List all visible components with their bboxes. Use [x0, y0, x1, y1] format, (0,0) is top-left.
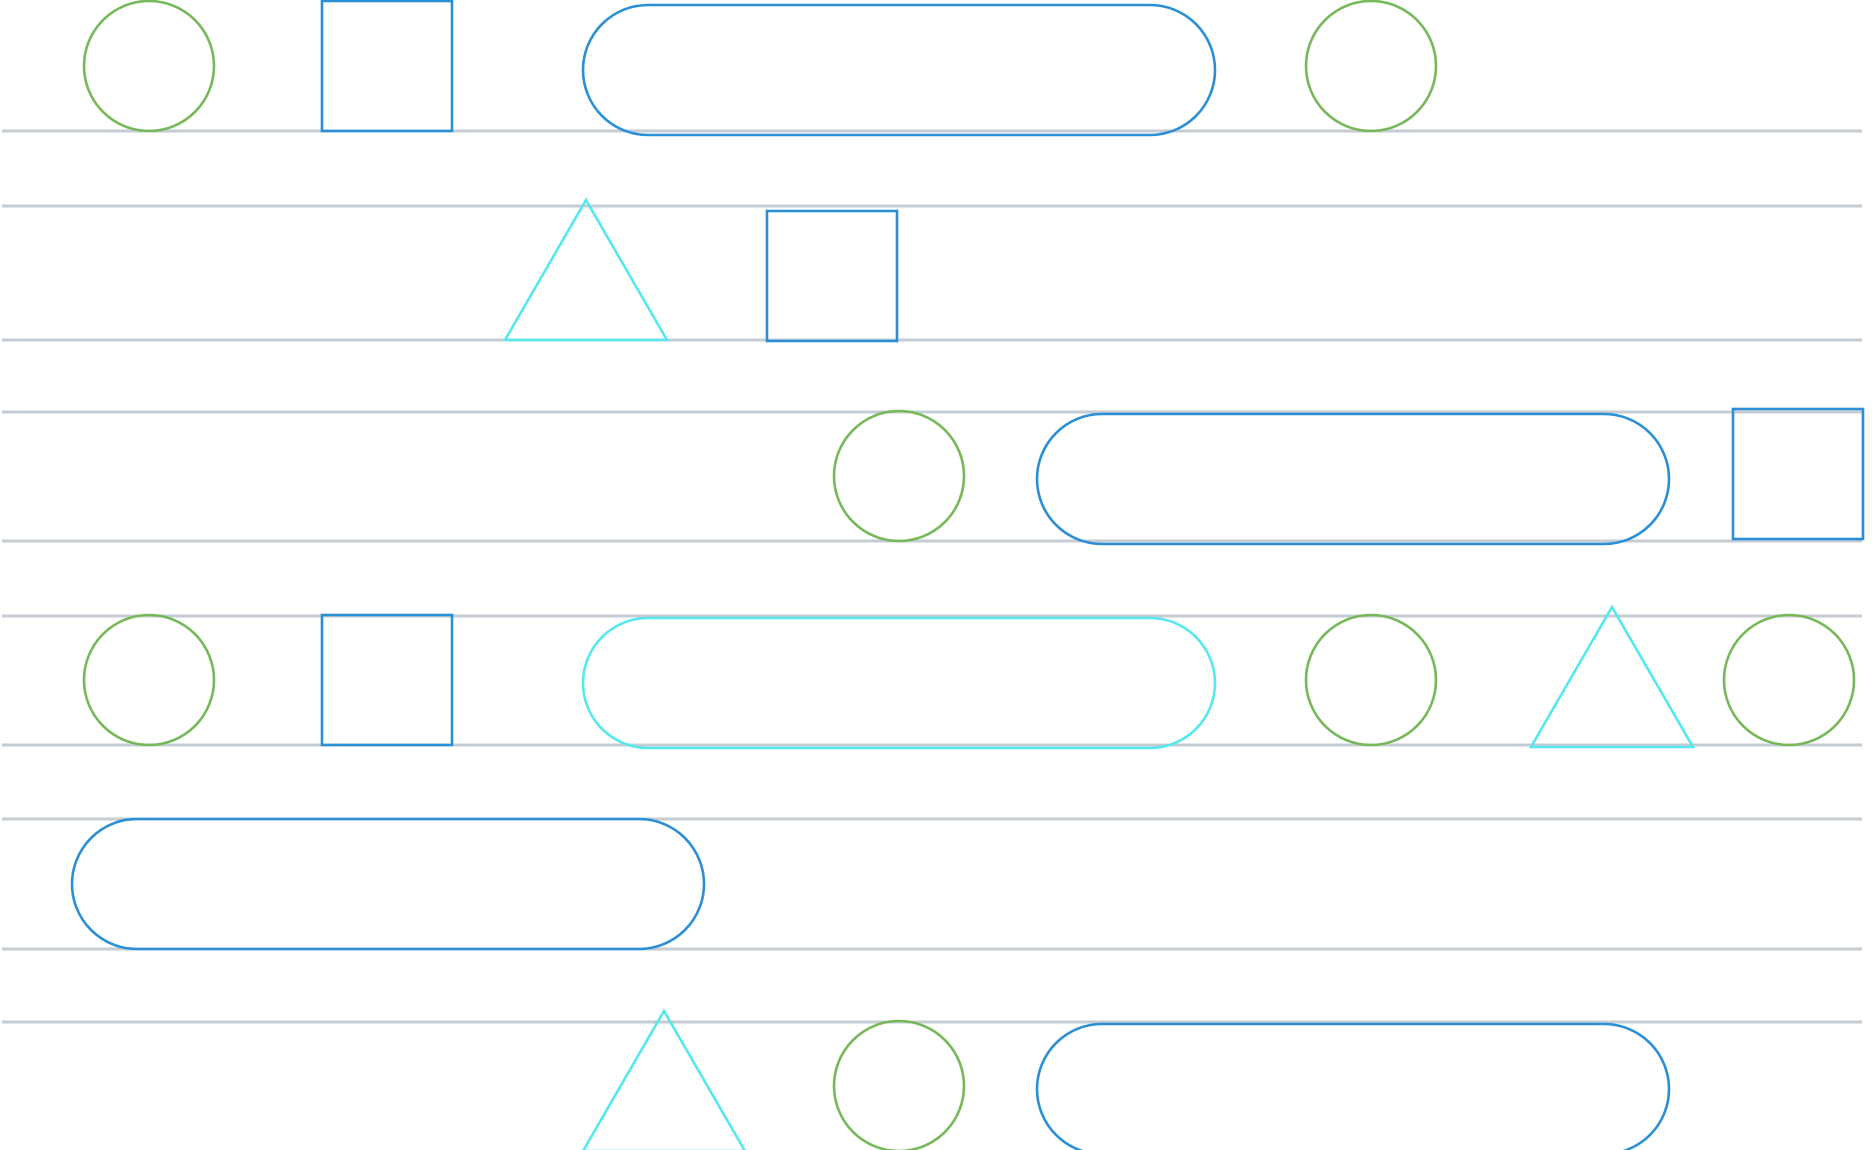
- circle-shape: [832, 1019, 966, 1150]
- triangle-shape: [582, 1008, 746, 1150]
- square-shape: [765, 209, 899, 343]
- row-5: [70, 817, 706, 951]
- row-4: [82, 604, 1856, 750]
- circle-shape: [1304, 0, 1438, 133]
- pill-shape: [581, 616, 1217, 750]
- pill-shape: [1035, 1022, 1671, 1150]
- row-6: [582, 1008, 1671, 1150]
- triangle-shape: [1528, 604, 1696, 749]
- pill-shape: [581, 3, 1217, 137]
- triangle-shape: [502, 197, 670, 342]
- row-2: [502, 197, 899, 343]
- square-shape: [1731, 407, 1865, 541]
- row-1: [82, 0, 1438, 137]
- circle-shape: [832, 409, 966, 543]
- square-shape: [320, 613, 454, 747]
- circle-shape: [1722, 613, 1856, 747]
- circle-shape: [82, 0, 216, 133]
- square-shape: [320, 0, 454, 133]
- pill-shape: [70, 817, 706, 951]
- circle-shape: [82, 613, 216, 747]
- pill-shape: [1035, 412, 1671, 546]
- row-3: [832, 407, 1865, 546]
- circle-shape: [1304, 613, 1438, 747]
